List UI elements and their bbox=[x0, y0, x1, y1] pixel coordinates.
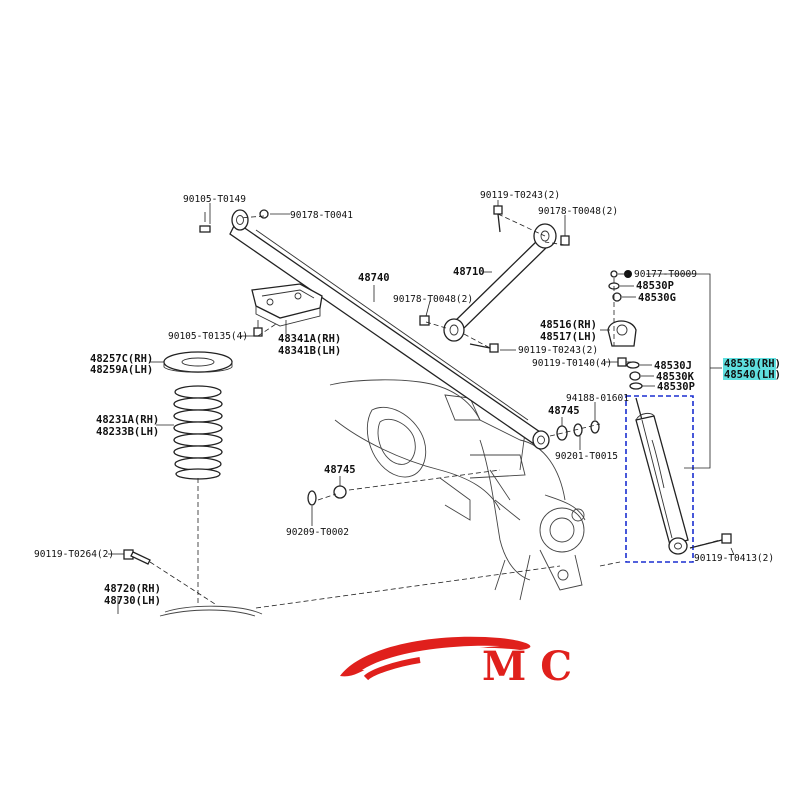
label-90177-t0009[interactable]: 90177-T0009 bbox=[634, 269, 697, 280]
label-48259a[interactable]: 48259A(LH) bbox=[90, 364, 153, 376]
label-48720[interactable]: 48720(RH) bbox=[104, 583, 161, 595]
label-94188-01601[interactable]: 94188-01601 bbox=[566, 393, 629, 404]
label-48341b[interactable]: 48341B(LH) bbox=[278, 345, 341, 357]
label-48530p-b[interactable]: 48530P bbox=[657, 381, 695, 393]
label-48530[interactable]: 48530(RH) bbox=[724, 358, 781, 370]
label-90178-t0041[interactable]: 90178-T0041 bbox=[290, 210, 353, 221]
label-90178-t0048-top[interactable]: 90178-T0048(2) bbox=[538, 206, 618, 217]
part-number-highlight bbox=[723, 358, 776, 380]
brand-logo: MC bbox=[340, 636, 586, 690]
label-48341a[interactable]: 48341A(RH) bbox=[278, 333, 341, 345]
label-48517[interactable]: 48517(LH) bbox=[540, 331, 597, 343]
selection-box[interactable] bbox=[625, 395, 694, 563]
assembly-lines bbox=[149, 213, 721, 609]
coil-spring bbox=[173, 385, 223, 480]
label-48530j[interactable]: 48530J bbox=[654, 360, 692, 372]
label-90105-t0135[interactable]: 90105-T0135(4) bbox=[168, 331, 248, 342]
label-48740[interactable]: 48740 bbox=[358, 272, 390, 284]
shock-mount-parts bbox=[607, 270, 643, 390]
label-48530k[interactable]: 48530K bbox=[656, 371, 695, 383]
shock-absorber bbox=[635, 397, 689, 555]
label-90178-t0048-mid[interactable]: 90178-T0048(2) bbox=[393, 294, 473, 305]
part-labels: 90105-T0149 90178-T0041 90119-T0243(2) 9… bbox=[34, 190, 781, 607]
label-48745-a[interactable]: 48745 bbox=[548, 405, 580, 417]
label-48745-b[interactable]: 48745 bbox=[324, 464, 356, 476]
label-48710[interactable]: 48710 bbox=[453, 266, 485, 278]
spring-seat bbox=[163, 351, 233, 373]
label-48257c[interactable]: 48257C(RH) bbox=[90, 353, 153, 365]
label-48516[interactable]: 48516(RH) bbox=[540, 319, 597, 331]
label-48540[interactable]: 48540(LH) bbox=[724, 369, 781, 381]
label-90119-t0264[interactable]: 90119-T0264(2) bbox=[34, 549, 114, 560]
label-90119-t0140[interactable]: 90119-T0140(4) bbox=[532, 358, 612, 369]
leader-lines bbox=[108, 200, 735, 614]
label-48233b[interactable]: 48233B(LH) bbox=[96, 426, 159, 438]
label-90119-t0243-top[interactable]: 90119-T0243(2) bbox=[480, 190, 560, 201]
label-48530g[interactable]: 48530G bbox=[638, 292, 676, 304]
label-90119-t0413[interactable]: 90119-T0413(2) bbox=[694, 553, 774, 564]
label-90209-t0002[interactable]: 90209-T0002 bbox=[286, 527, 349, 538]
logo-text: MC bbox=[482, 643, 586, 690]
label-90201-t0015[interactable]: 90201-T0015 bbox=[555, 451, 618, 462]
label-90119-t0243-mid[interactable]: 90119-T0243(2) bbox=[518, 345, 598, 356]
label-48231a[interactable]: 48231A(RH) bbox=[96, 414, 159, 426]
spring-bracket bbox=[251, 283, 323, 327]
lateral-rod bbox=[229, 209, 550, 450]
callout-bracket bbox=[646, 273, 722, 469]
label-48530p-a[interactable]: 48530P bbox=[636, 280, 674, 292]
label-90105-t0149[interactable]: 90105-T0149 bbox=[183, 194, 246, 205]
label-48730[interactable]: 48730(LH) bbox=[104, 595, 161, 607]
